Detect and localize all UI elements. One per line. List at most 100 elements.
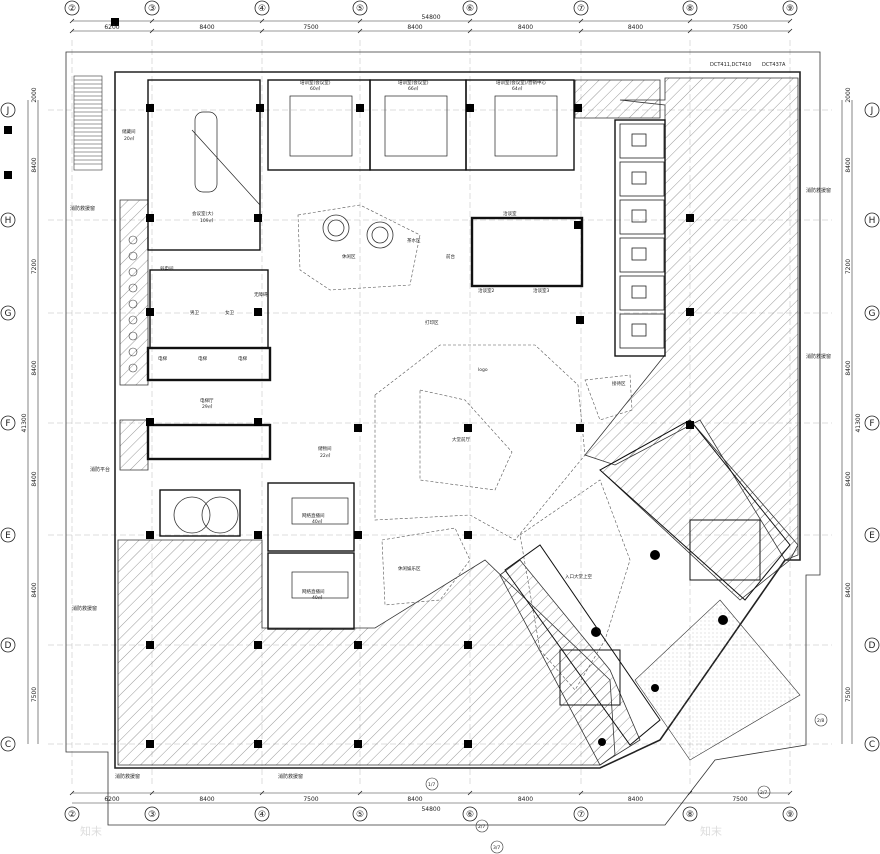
axis-mark-labels: 1/7 2/7 3/7 2/8 2/7 [428,718,824,851]
room-labels: 储藏间 20㎡ 会议室(大) 109㎡ 培训室(会议室) 60㎡ 培训室(会议室… [122,79,626,601]
grid-row-left-3 [0,415,16,431]
grid-col-top-1-label: ③ [148,4,156,14]
dim-left-2: 7200 [31,259,38,274]
column [464,641,472,649]
dim-left-4: 8400 [31,471,38,486]
svg-text:40㎡: 40㎡ [312,594,323,601]
dim-right-0: 2000 [845,87,852,102]
dim-top-4: 8400 [518,24,533,31]
hatched-areas [117,77,799,766]
grid-row-left-6 [0,736,16,752]
dim-right-total: 41300 [855,413,862,432]
grid-row-left-5 [0,637,16,653]
svg-text:弱电间: 弱电间 [160,265,174,272]
dimension-lines [27,20,853,804]
grid-row-left-3-label: F [5,419,10,429]
svg-text:logo: logo [478,367,488,373]
booth [619,237,665,273]
column [4,171,12,179]
grid-col-top-0-label: ② [68,4,76,14]
meeting-booths [619,123,665,349]
grid-col-bottom-5 [573,806,589,822]
column [254,531,262,539]
svg-text:60㎡: 60㎡ [310,85,321,92]
grid-row-left-1 [0,212,16,228]
grid-col-top-7-label: ⑨ [786,4,794,14]
column [464,531,472,539]
svg-text:洽谈室: 洽谈室 [503,210,517,217]
booth [619,275,665,311]
svg-text:消防救援窗: 消防救援窗 [806,353,831,360]
room-label-1: 储藏间 [122,128,136,135]
column [146,418,154,426]
svg-text:会议室(大): 会议室(大) [192,210,214,217]
svg-text:电梯: 电梯 [238,355,247,362]
grid-row-left-4 [0,527,16,543]
grid-col-bottom-7-label: ⑨ [786,810,794,820]
dim-bottom-2: 7500 [303,796,318,803]
grid-row-right-2-label: G [869,309,876,319]
grid-col-top-3 [352,0,368,16]
grid-col-top-5-label: ⑦ [577,4,585,14]
grid-row-left-5-label: D [5,641,12,651]
column [574,104,582,112]
grid-row-right-1-label: H [869,216,876,226]
column [254,641,262,649]
grid-col-bottom-4-label: ⑥ [466,810,474,820]
svg-text:休闲区: 休闲区 [342,253,356,260]
grid-col-bottom-0 [64,806,80,822]
axis-marks [425,713,828,854]
grid-col-bottom-5-label: ⑦ [577,810,585,820]
dim-top-3: 8400 [407,24,422,31]
booth-table [631,247,647,261]
column [576,424,584,432]
svg-text:电梯: 电梯 [198,355,207,362]
grid-col-bottom-6-label: ⑧ [686,810,694,820]
svg-text:大堂前厅: 大堂前厅 [452,436,470,443]
svg-text:培训室(会议室)/营销中心: 培训室(会议室)/营销中心 [496,79,547,86]
svg-text:无障碍: 无障碍 [254,291,268,298]
grid-col-top-0 [64,0,80,16]
booth-table [631,285,647,299]
grid-col-top-2-label: ④ [258,4,266,14]
svg-text:茶水区: 茶水区 [407,237,421,244]
walls [146,79,666,630]
column [576,316,584,324]
stair-top-left [73,75,103,171]
dim-left-total: 41300 [21,413,28,432]
svg-text:消防救援窗: 消防救援窗 [806,187,831,194]
dim-bottom-4: 8400 [518,796,533,803]
booth [619,123,665,159]
grid-col-bottom-7 [782,806,798,822]
column [146,531,154,539]
dim-top-1: 8400 [199,24,214,31]
svg-text:22㎡: 22㎡ [320,452,331,459]
grid-row-right-4-label: E [869,531,875,541]
grid-row-right-4 [864,527,880,543]
grid-row-left-6-label: C [5,740,11,750]
dim-left-6: 7500 [31,687,38,702]
svg-text:消防救援窗: 消防救援窗 [72,605,97,612]
svg-text:DCT411,DCT410: DCT411,DCT410 [710,62,751,68]
grid-col-top-2 [254,0,270,16]
column [254,418,262,426]
grid-row-left-1-label: H [5,216,12,226]
grid-row-left-0-label: J [6,106,10,116]
svg-text:消防救援窗: 消防救援窗 [278,773,303,780]
grid-col-top-6 [682,0,698,16]
booth [619,161,665,197]
grid-row-left-2-label: G [5,309,12,319]
svg-text:消防救援窗: 消防救援窗 [70,205,95,212]
booth-table [631,133,647,147]
grid-row-right-5-label: D [869,641,876,651]
grid-row-right-3 [864,415,880,431]
column [354,740,362,748]
svg-text:接待区: 接待区 [612,380,626,387]
column [354,424,362,432]
grid-col-bottom-1-label: ③ [148,810,156,820]
dim-left-0: 2000 [31,87,38,102]
dim-bottom-total: 54800 [421,806,440,813]
grid-row-right-6-label: C [869,740,875,750]
